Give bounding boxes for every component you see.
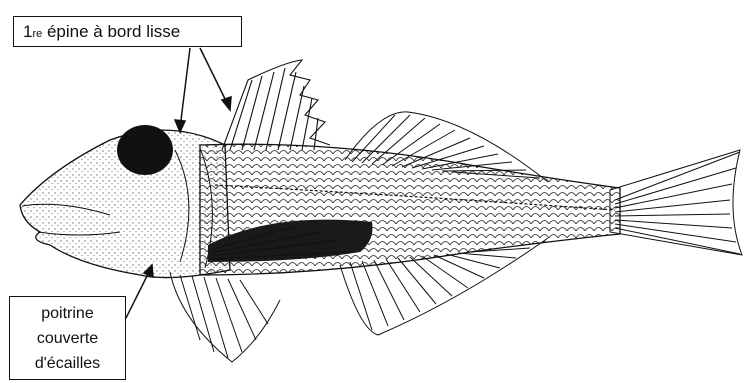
caudal-fin xyxy=(610,150,742,255)
chest-label-line-2: couverte xyxy=(10,326,125,351)
first-dorsal-fin xyxy=(222,60,330,150)
chest-label-line-1: poitrine xyxy=(10,301,125,326)
spine-arrows xyxy=(175,48,231,132)
first-spine-label-ordinal: re xyxy=(32,28,42,40)
chest-label-line-3: d'écailles xyxy=(10,351,125,376)
first-spine-label: 1re épine à bord lisse xyxy=(13,16,242,47)
fish-eye xyxy=(117,125,173,175)
first-spine-label-text: épine à bord lisse xyxy=(42,22,180,41)
chest-scales-label: poitrine couverte d'écailles xyxy=(9,296,126,380)
pelvic-fin xyxy=(170,272,280,362)
